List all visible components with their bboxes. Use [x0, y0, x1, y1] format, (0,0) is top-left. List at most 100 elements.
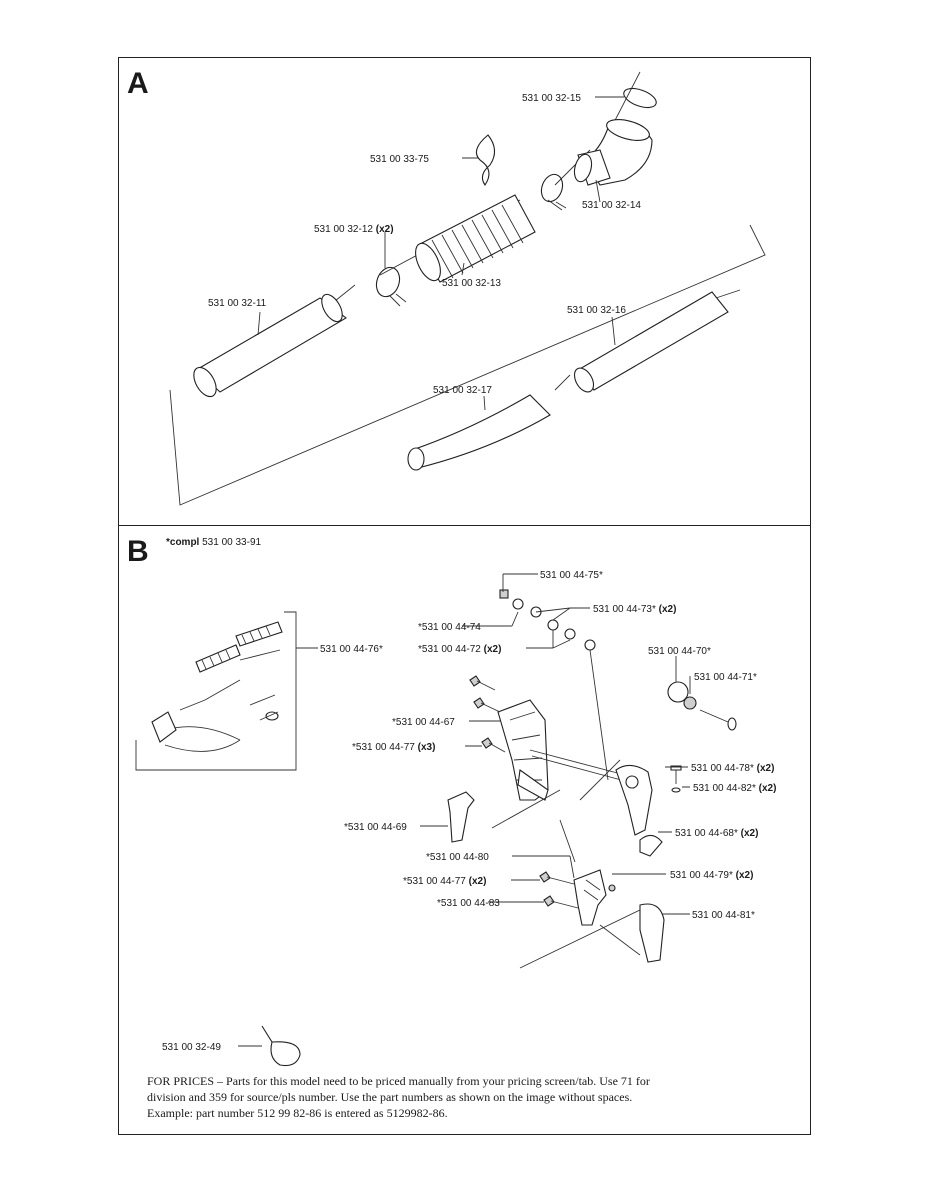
washer-axis [589, 649, 609, 781]
label-531-00-32-12: 531 00 32-12 (x2) [314, 224, 394, 235]
label-531-00-44-73-num: 531 00 44-73* [593, 604, 656, 615]
lever-part [447, 791, 475, 843]
section-b-letter: B [127, 535, 149, 568]
label-531-00-44-77-x2: *531 00 44-77 (x2) [403, 876, 486, 887]
section-a-drawing [169, 71, 766, 506]
label-531-00-44-71: 531 00 44-71* [694, 672, 757, 683]
label-531-00-32-11: 531 00 32-11 [208, 298, 267, 309]
cable-kit-wires [164, 649, 281, 752]
compl-reference: *compl 531 00 33-91 [166, 537, 261, 548]
label-531-00-32-15: 531 00 32-15 [522, 93, 581, 104]
label-531-00-32-13: 531 00 32-13 [442, 278, 501, 289]
label-531-00-32-49: 531 00 32-49 [162, 1042, 221, 1053]
label-531-00-44-77-x3-qty: (x3) [418, 742, 436, 753]
label-531-00-44-83: *531 00 44-83 [437, 898, 500, 909]
knob-screw [699, 709, 729, 723]
nozzle-part [411, 394, 551, 469]
corrugated-hose-end [415, 242, 441, 282]
label-531-00-32-14: 531 00 32-14 [582, 200, 641, 211]
label-531-00-33-75: 531 00 33-75 [370, 154, 429, 165]
knob-part [667, 681, 689, 703]
label-531-00-44-77-x2-num: *531 00 44-77 [403, 876, 466, 887]
section-b-assembly-lines [491, 759, 641, 969]
handle-clamp-part [639, 834, 663, 857]
hose-clamp-lower [375, 266, 401, 298]
label-531-00-44-68-num: 531 00 44-68* [675, 828, 738, 839]
label-531-00-44-68: 531 00 44-68* (x2) [675, 828, 758, 839]
label-531-00-44-82-qty: (x2) [759, 783, 777, 794]
label-531-00-44-79-num: 531 00 44-79* [670, 870, 733, 881]
hose-corrugations [431, 204, 524, 279]
label-531-00-44-69: *531 00 44-69 [344, 822, 407, 833]
section-divider [118, 525, 811, 526]
tube-upper-part [195, 297, 347, 393]
cable-eyelet [265, 711, 279, 721]
section-b-leaders [420, 573, 691, 915]
hose-clamp-lower-screw [389, 293, 407, 307]
label-531-00-44-76: 531 00 44-76* [320, 644, 383, 655]
screw-77b-shank [546, 876, 575, 885]
label-531-00-44-78-qty: (x2) [757, 763, 775, 774]
label-531-00-44-73: 531 00 44-73* (x2) [593, 604, 676, 615]
assembly-outline [169, 224, 766, 506]
section-a-leaders [257, 96, 624, 411]
label-531-00-44-73-qty: (x2) [659, 604, 677, 615]
lower-handle-part [573, 869, 607, 926]
nozzle-outlet [407, 447, 425, 471]
label-531-00-44-70: 531 00 44-70* [648, 646, 711, 657]
screw-2-shank [480, 702, 501, 713]
tube-upper-socket [321, 293, 343, 323]
washer-82 [671, 787, 681, 793]
label-531-00-44-72-qty: (x2) [484, 644, 502, 655]
washer-1 [512, 598, 524, 610]
section-b-labels: 531 00 44-75* 531 00 44-73* (x2) *531 00… [162, 570, 776, 1053]
label-531-00-32-12-num: 531 00 32-12 [314, 224, 373, 235]
cable-kit-bracket [135, 611, 297, 771]
label-531-00-44-72: *531 00 44-72 (x2) [418, 644, 501, 655]
screw-2 [473, 697, 485, 709]
label-531-00-32-12-qty: (x2) [376, 224, 394, 235]
handle-half-ribs [509, 711, 543, 781]
washer-4 [564, 628, 576, 640]
elbow-collar-end [573, 153, 593, 183]
knob-screw-head [727, 717, 737, 731]
label-531-00-44-72-num: *531 00 44-72 [418, 644, 481, 655]
pricing-note-line-3: Example: part number 512 99 82-86 is ent… [147, 1106, 448, 1120]
handle-other-half [615, 764, 653, 836]
washer-5 [584, 639, 596, 651]
compl-number: 531 00 33-91 [202, 537, 262, 548]
screw-83-shank [550, 900, 579, 909]
compl-label: *compl [166, 537, 200, 548]
label-531-00-44-75: 531 00 44-75* [540, 570, 603, 581]
grip-pin [608, 884, 616, 892]
elbow-opening [606, 119, 650, 141]
label-531-00-32-17: 531 00 32-17 [433, 385, 492, 396]
lower-handle-grip [583, 879, 601, 901]
label-531-00-44-78: 531 00 44-78* (x2) [691, 763, 774, 774]
label-531-00-44-81: 531 00 44-81* [692, 910, 755, 921]
section-a-letter: A [127, 67, 149, 100]
spring-clip-part [475, 134, 496, 186]
handle-other-half-hole [625, 775, 639, 789]
label-531-00-44-80: *531 00 44-80 [426, 852, 489, 863]
tube-upper-end [193, 366, 217, 398]
o-ring-part [623, 87, 657, 109]
label-531-00-44-79-qty: (x2) [736, 870, 754, 881]
label-531-00-44-68-qty: (x2) [741, 828, 759, 839]
grip-cover-part [639, 903, 665, 963]
set-screw [499, 589, 509, 599]
hose-clamp-upper [540, 173, 564, 203]
assembly-axis-upper [329, 71, 641, 306]
cable-kit-springs [195, 621, 283, 673]
section-a-labels: 531 00 32-15 531 00 33-75 531 00 32-14 5… [208, 93, 641, 396]
label-531-00-44-77-x3: *531 00 44-77 (x3) [352, 742, 435, 753]
tube-middle-end [573, 367, 595, 393]
pricing-note: FOR PRICES – Parts for this model need t… [147, 1073, 787, 1121]
section-b-drawing [135, 573, 737, 1067]
screw-3-shank [488, 742, 506, 753]
label-531-00-44-79: 531 00 44-79* (x2) [670, 870, 753, 881]
label-531-00-44-74: *531 00 44-74 [418, 622, 481, 633]
knob-cap [683, 696, 697, 710]
cable-tie-part [261, 1025, 301, 1067]
